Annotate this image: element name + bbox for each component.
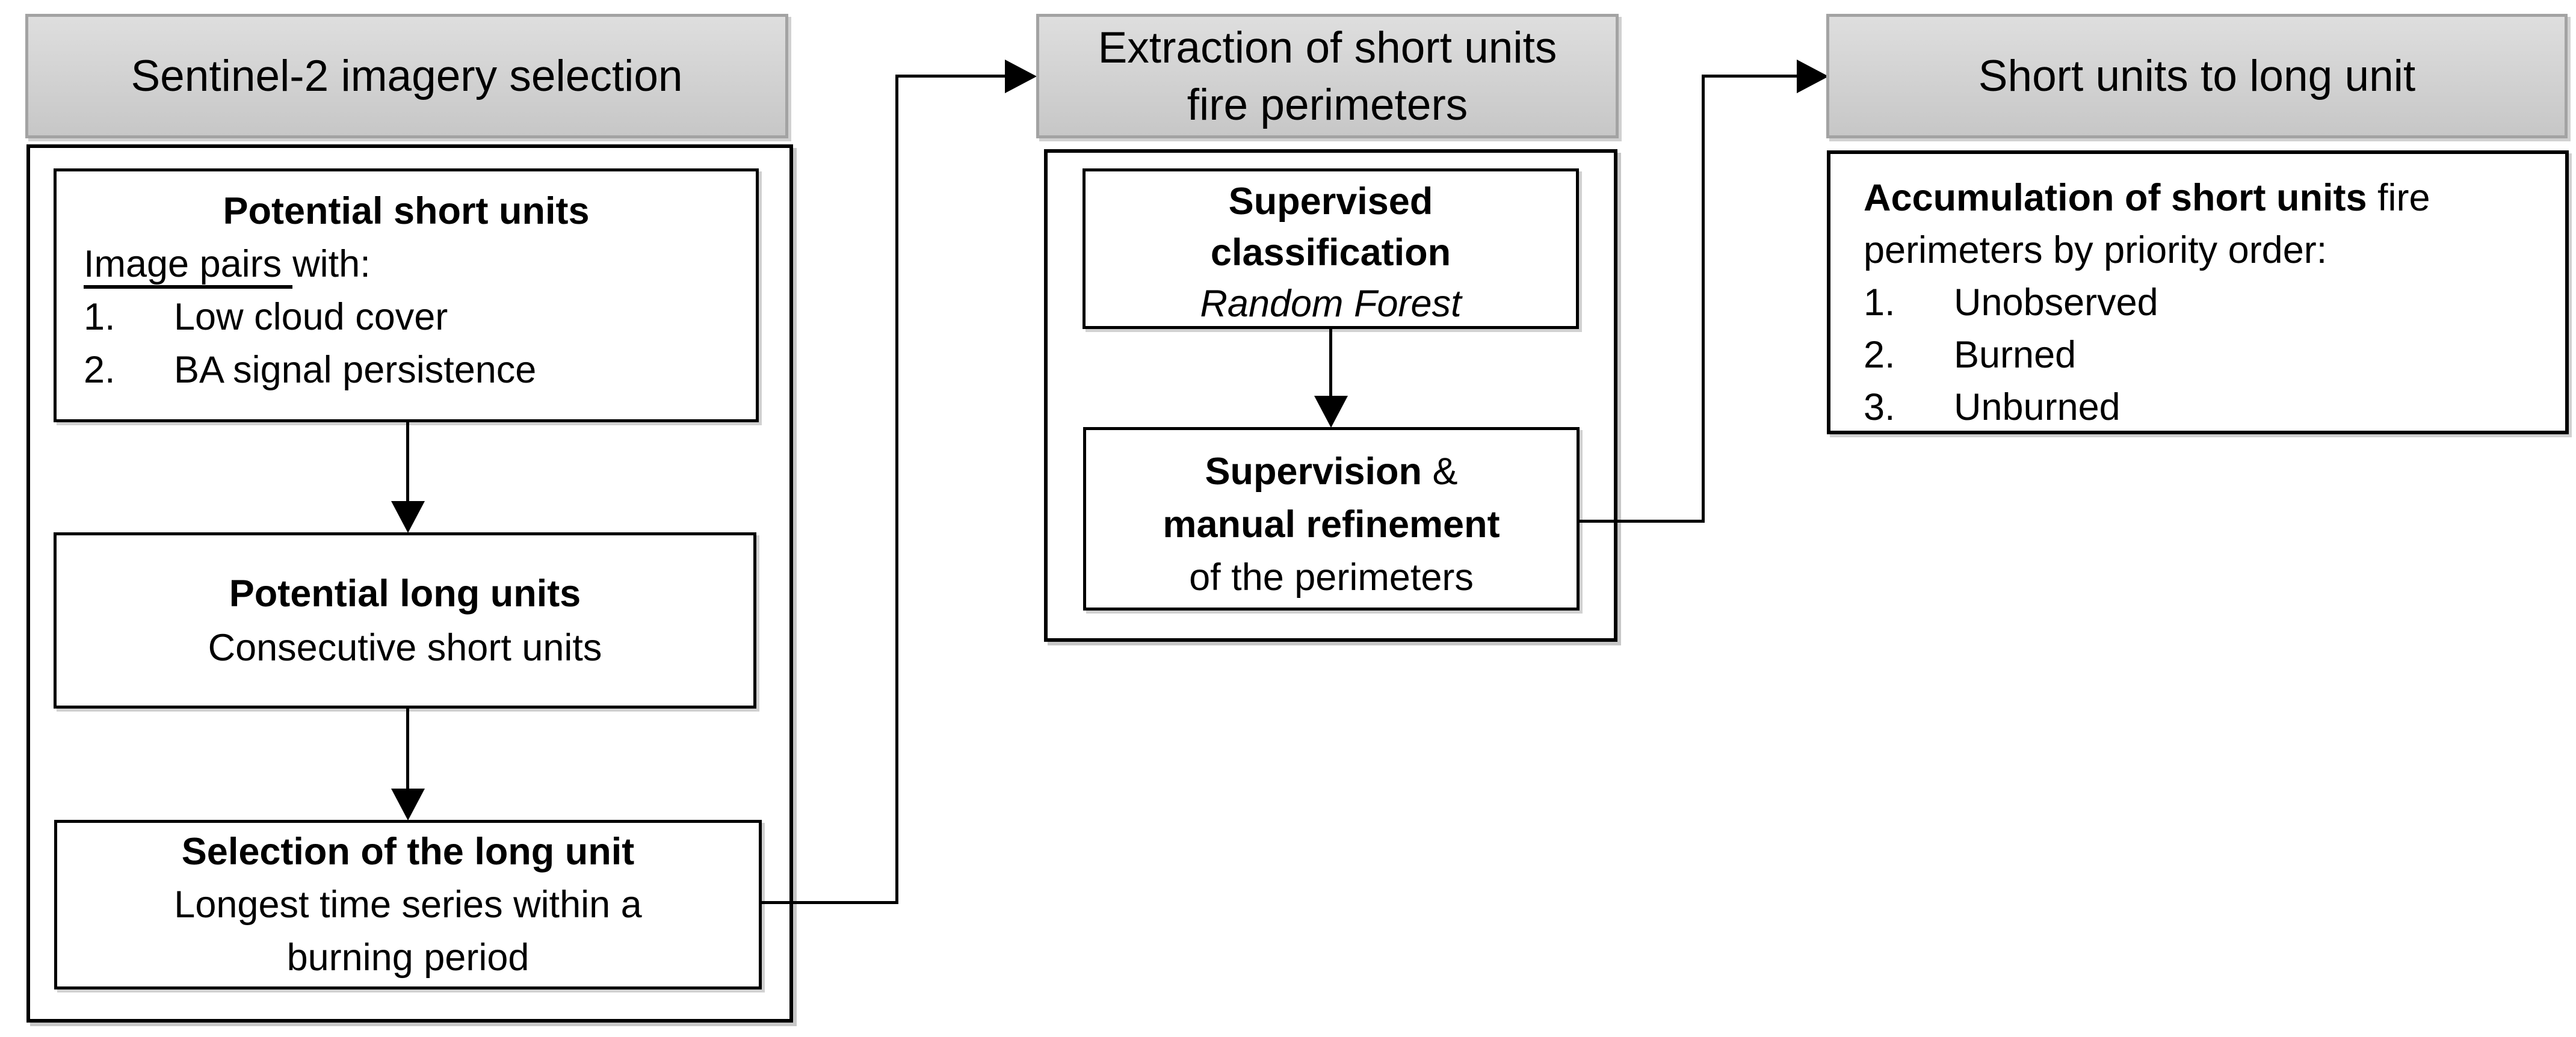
box-supervised-classification: Supervised classification Random Forest: [1083, 168, 1579, 329]
box-title: Potential short units: [223, 190, 590, 232]
list-number: 2.: [1864, 334, 1895, 376]
header-sentinel2-imagery-selection: Sentinel-2 imagery selection: [25, 14, 788, 138]
list-number: 3.: [1864, 386, 1895, 428]
box-text-line: burning period: [286, 937, 530, 979]
header-short-units-to-long-unit: Short units to long unit: [1826, 14, 2568, 138]
box-title-line: Supervised: [1228, 180, 1433, 223]
header-extraction-fire-perimeters: Extraction of short units fire perimeter…: [1036, 14, 1619, 138]
box-supervision-refinement: Supervision & manual refinement of the p…: [1083, 427, 1580, 611]
box-subtitle: Random Forest: [1200, 283, 1462, 325]
box-text-line: perimeters by priority order:: [1864, 229, 2327, 271]
list-text: Burned: [1954, 334, 2077, 376]
list-item: 1. Low cloud cover: [84, 291, 756, 343]
connector-line: [1703, 75, 1798, 78]
regular-text: fire: [2367, 177, 2430, 219]
list-item: 2. Burned: [1864, 329, 2541, 381]
box-selection-long-unit: Selection of the long unit Longest time …: [54, 820, 762, 989]
connector-line: [1702, 75, 1705, 523]
box-title-line: manual refinement: [1163, 503, 1500, 546]
arrow-right-icon: [1797, 60, 1829, 93]
list-number: 2.: [84, 349, 116, 391]
connector-line: [759, 901, 898, 904]
connector-line: [1329, 329, 1332, 396]
box-title: Potential long units: [229, 572, 581, 615]
arrow-right-icon: [1005, 60, 1037, 93]
list-text: Unobserved: [1954, 282, 2158, 324]
arrow-down-icon: [391, 501, 425, 533]
bold-text: Accumulation of short units: [1864, 177, 2367, 219]
bold-text: Supervision: [1205, 451, 1422, 493]
header-label-line: fire perimeters: [1187, 80, 1468, 129]
box-title: Selection of the long unit: [181, 831, 635, 873]
box-potential-long-units: Potential long units Consecutive short u…: [54, 532, 756, 709]
header-label: Sentinel-2 imagery selection: [131, 51, 683, 100]
list-number: 1.: [1864, 282, 1895, 324]
list-text: BA signal persistence: [174, 349, 537, 391]
box-title-line: Supervision &: [1086, 445, 1577, 498]
header-label-line: Extraction of short units: [1098, 23, 1557, 72]
box-title-line: classification: [1210, 232, 1451, 274]
regular-text: &: [1422, 451, 1458, 493]
box-subtitle: Consecutive short units: [208, 626, 602, 669]
list-text: Low cloud cover: [174, 296, 448, 338]
header-label: Short units to long unit: [1978, 51, 2416, 100]
list-item: 3. Unburned: [1864, 381, 2541, 434]
intro-rest: with:: [292, 243, 371, 285]
underlined-text: Image pairs: [84, 243, 293, 289]
connector-line: [406, 709, 409, 790]
box-text-line: of the perimeters: [1189, 556, 1474, 599]
list-item: 1. Unobserved: [1864, 277, 2541, 329]
box-lead-line: Accumulation of short units fire: [1864, 172, 2541, 224]
box-accumulation-short-units: Accumulation of short units fire perimet…: [1827, 150, 2569, 434]
list-text: Unburned: [1954, 386, 2120, 428]
list-item: 2. BA signal persistence: [84, 343, 756, 396]
connector-line: [406, 422, 409, 503]
connector-line: [897, 75, 1007, 78]
arrow-down-icon: [391, 789, 425, 820]
connector-line: [1580, 520, 1704, 523]
connector-line: [895, 75, 898, 904]
list-number: 1.: [84, 296, 116, 338]
arrow-down-icon: [1314, 396, 1348, 428]
box-text-line: Longest time series within a: [174, 884, 642, 926]
